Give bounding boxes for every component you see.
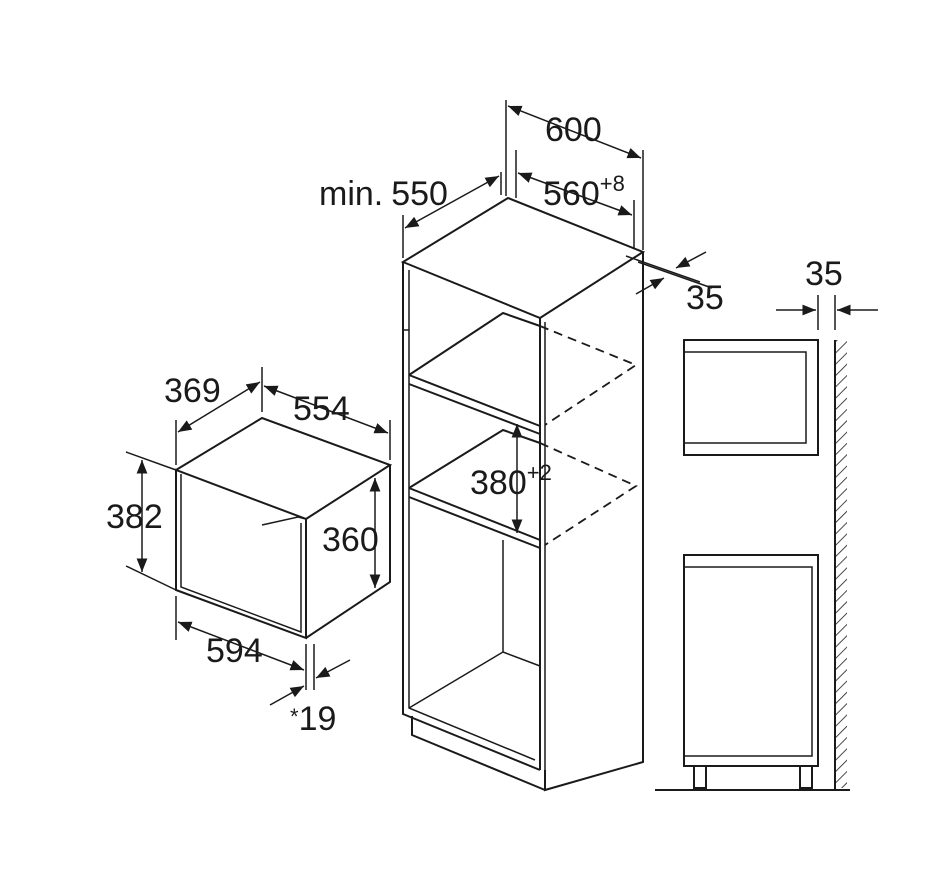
upper-shelf-front	[408, 374, 541, 427]
dim-554	[263, 385, 389, 434]
dim-550	[404, 175, 500, 229]
upper-unit-inner	[684, 351, 807, 444]
dim-594	[177, 621, 305, 671]
dim-19-b	[315, 659, 351, 679]
label-380-tol: +2	[527, 460, 552, 485]
label-min-550: min.550	[319, 175, 448, 213]
label-380-value: 380	[470, 464, 527, 502]
middle-shelf-back	[408, 428, 541, 489]
dim-600	[507, 105, 642, 159]
upper-shelf-front-b	[408, 383, 541, 435]
dim-35-b	[635, 277, 665, 295]
cabinet-dimensions	[402, 100, 713, 533]
cabinet-inner-frame	[408, 270, 536, 761]
oven-door-bevel	[261, 516, 307, 526]
label-19: *19	[290, 700, 336, 738]
label-560-tol: +8	[600, 171, 625, 196]
label-360: 360	[322, 521, 379, 559]
ext-35-b	[637, 261, 713, 289]
oven-side-face	[305, 465, 391, 639]
oven-dimensions	[125, 367, 391, 706]
ext-382-b	[125, 565, 177, 591]
dim-35-a	[675, 251, 707, 269]
dashed-lower	[539, 442, 638, 546]
cabinet-right-side	[544, 252, 644, 792]
lower-floor	[502, 651, 541, 667]
dim-369	[177, 381, 261, 433]
oven-door-frame	[180, 474, 302, 634]
label-560: 560+8	[543, 171, 625, 213]
label-380: 380+2	[470, 460, 552, 502]
label-19-prefix: *	[290, 704, 299, 729]
middle-shelf-front-b	[408, 496, 541, 549]
label-550-prefix: min.	[319, 175, 383, 213]
dim-560	[517, 172, 633, 216]
dim-19-a	[269, 685, 305, 706]
leg-right	[799, 765, 813, 789]
label-369: 369	[164, 372, 221, 410]
lower-unit-outer	[683, 554, 819, 767]
upper-unit-outer	[683, 339, 819, 456]
leg-left	[693, 765, 707, 789]
label-back-35: 35	[686, 279, 724, 317]
oven-top-face	[175, 416, 393, 520]
lower-unit-inner	[684, 566, 813, 757]
label-560-value: 560	[543, 175, 600, 213]
cabinet-top	[400, 196, 646, 320]
label-594: 594	[206, 632, 263, 670]
oven-appliance	[175, 416, 393, 640]
lower-interior	[408, 540, 504, 709]
labels: 369 554 382 360 594 *19 600 560+8 min.55…	[106, 111, 843, 738]
side-elevation	[655, 295, 878, 791]
label-554: 554	[293, 390, 350, 428]
label-382: 382	[106, 498, 163, 536]
dashed-upper	[539, 325, 638, 426]
upper-shelf-back	[408, 311, 541, 376]
cabinet-plinth	[411, 716, 546, 791]
ext-382-a	[125, 451, 177, 471]
oven-front-face	[175, 468, 307, 640]
label-19-value: 19	[299, 700, 337, 738]
label-550-value: 550	[391, 175, 448, 213]
label-600: 600	[545, 111, 602, 149]
ext-35-a	[625, 255, 701, 283]
label-side-35: 35	[805, 255, 843, 293]
cabinet-front-left	[402, 262, 541, 771]
wall-hatching	[835, 340, 847, 788]
